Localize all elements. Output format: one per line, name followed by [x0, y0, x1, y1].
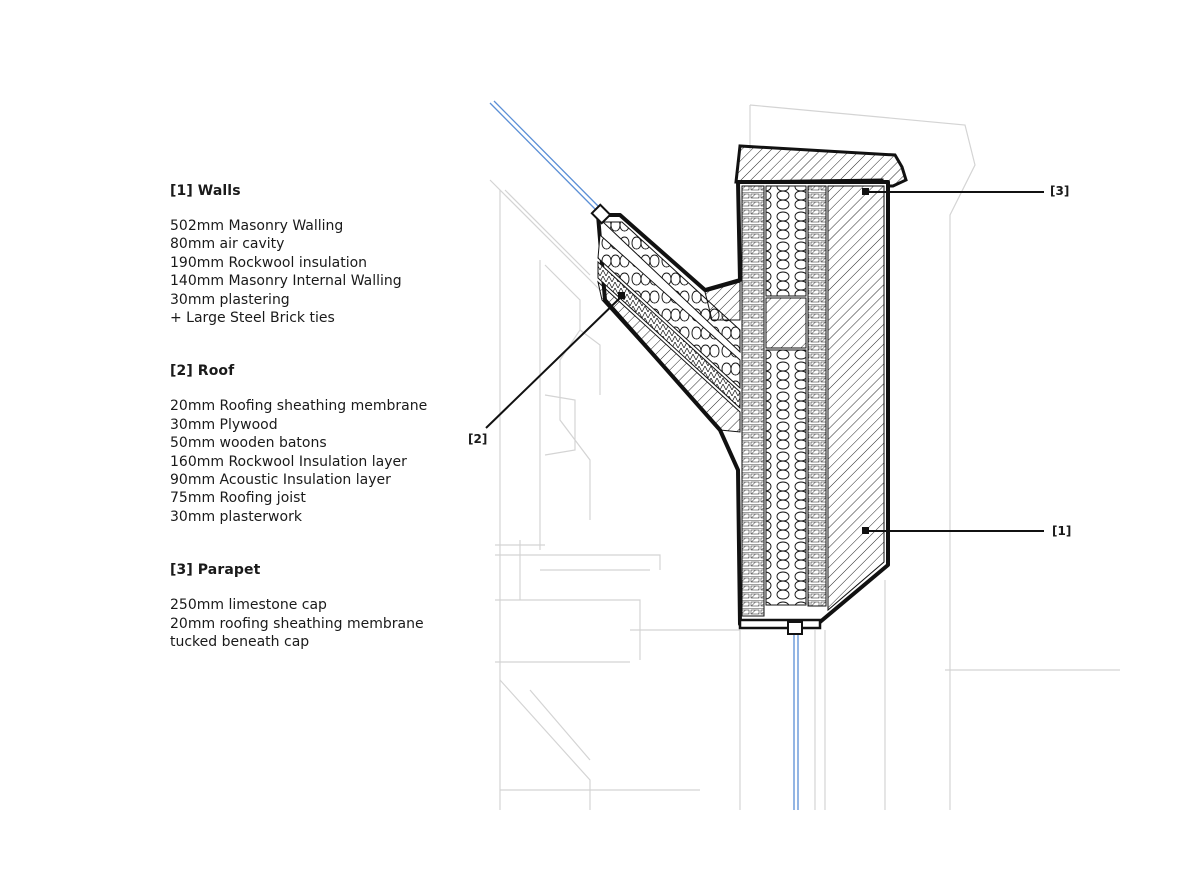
leader-2 [485, 295, 623, 429]
parapet-section: [3] Parapet 250mm limestone cap 20mm roo… [170, 562, 470, 651]
callout-1: [1] [1052, 524, 1072, 538]
leader-markers [618, 188, 869, 534]
callout-3: [3] [1050, 184, 1070, 198]
sill-flashing [738, 618, 822, 630]
list-item: 30mm plasterwork [170, 508, 302, 525]
list-item: 30mm Plywood [170, 416, 278, 433]
list-item: 20mm Roofing sheathing membrane [170, 398, 428, 415]
parapet-title: [3] Parapet [170, 562, 261, 579]
wall-insulation-lower [765, 349, 807, 606]
list-item: 502mm Masonry Walling [170, 218, 344, 234]
glazing-lines [489, 100, 799, 810]
walls-title: [1] Walls [170, 183, 241, 199]
list-item: 250mm limestone cap [170, 597, 327, 614]
list-item: 80mm air cavity [170, 236, 285, 253]
list-item: 140mm Masonry Internal Walling [170, 273, 402, 290]
list-item: 160mm Rockwool Insulation layer [170, 453, 407, 470]
roof-title: [2] Roof [170, 363, 235, 380]
list-item: 75mm Roofing joist [170, 490, 306, 507]
wall-insulation [765, 185, 807, 297]
legend: [1] Walls 502mm Masonry Walling 80mm air… [170, 183, 470, 688]
callout-2: [2] [468, 432, 488, 446]
leader-lines [485, 191, 1044, 532]
outer-masonry-left [741, 185, 765, 617]
parapet-spec-list: 250mm limestone cap 20mm roofing sheathi… [170, 596, 470, 651]
window-head-fixing [787, 621, 803, 635]
roof-edge-fixing [590, 203, 612, 225]
list-item: tucked beneath cap [170, 634, 310, 651]
walls-section: [1] Walls 502mm Masonry Walling 80mm air… [170, 183, 470, 327]
list-item: 30mm plastering [170, 291, 290, 308]
inner-brick-ties [807, 185, 827, 607]
list-item: 90mm Acoustic Insulation layer [170, 472, 391, 489]
roof-buildup [597, 221, 741, 433]
inner-masonry [827, 185, 885, 612]
walls-spec-list: 502mm Masonry Walling 80mm air cavity 19… [170, 217, 470, 327]
background-building-lines [489, 104, 1120, 810]
list-item: + Large Steel Brick ties [170, 310, 335, 327]
list-item: 50mm wooden batons [170, 435, 327, 452]
list-item: 190mm Rockwool insulation [170, 254, 368, 271]
roof-section: [2] Roof 20mm Roofing sheathing membrane… [170, 363, 470, 526]
roof-spec-list: 20mm Roofing sheathing membrane 30mm Ply… [170, 397, 470, 526]
wall-lintel [765, 297, 807, 349]
list-item: 20mm roofing sheathing membrane [170, 615, 424, 632]
